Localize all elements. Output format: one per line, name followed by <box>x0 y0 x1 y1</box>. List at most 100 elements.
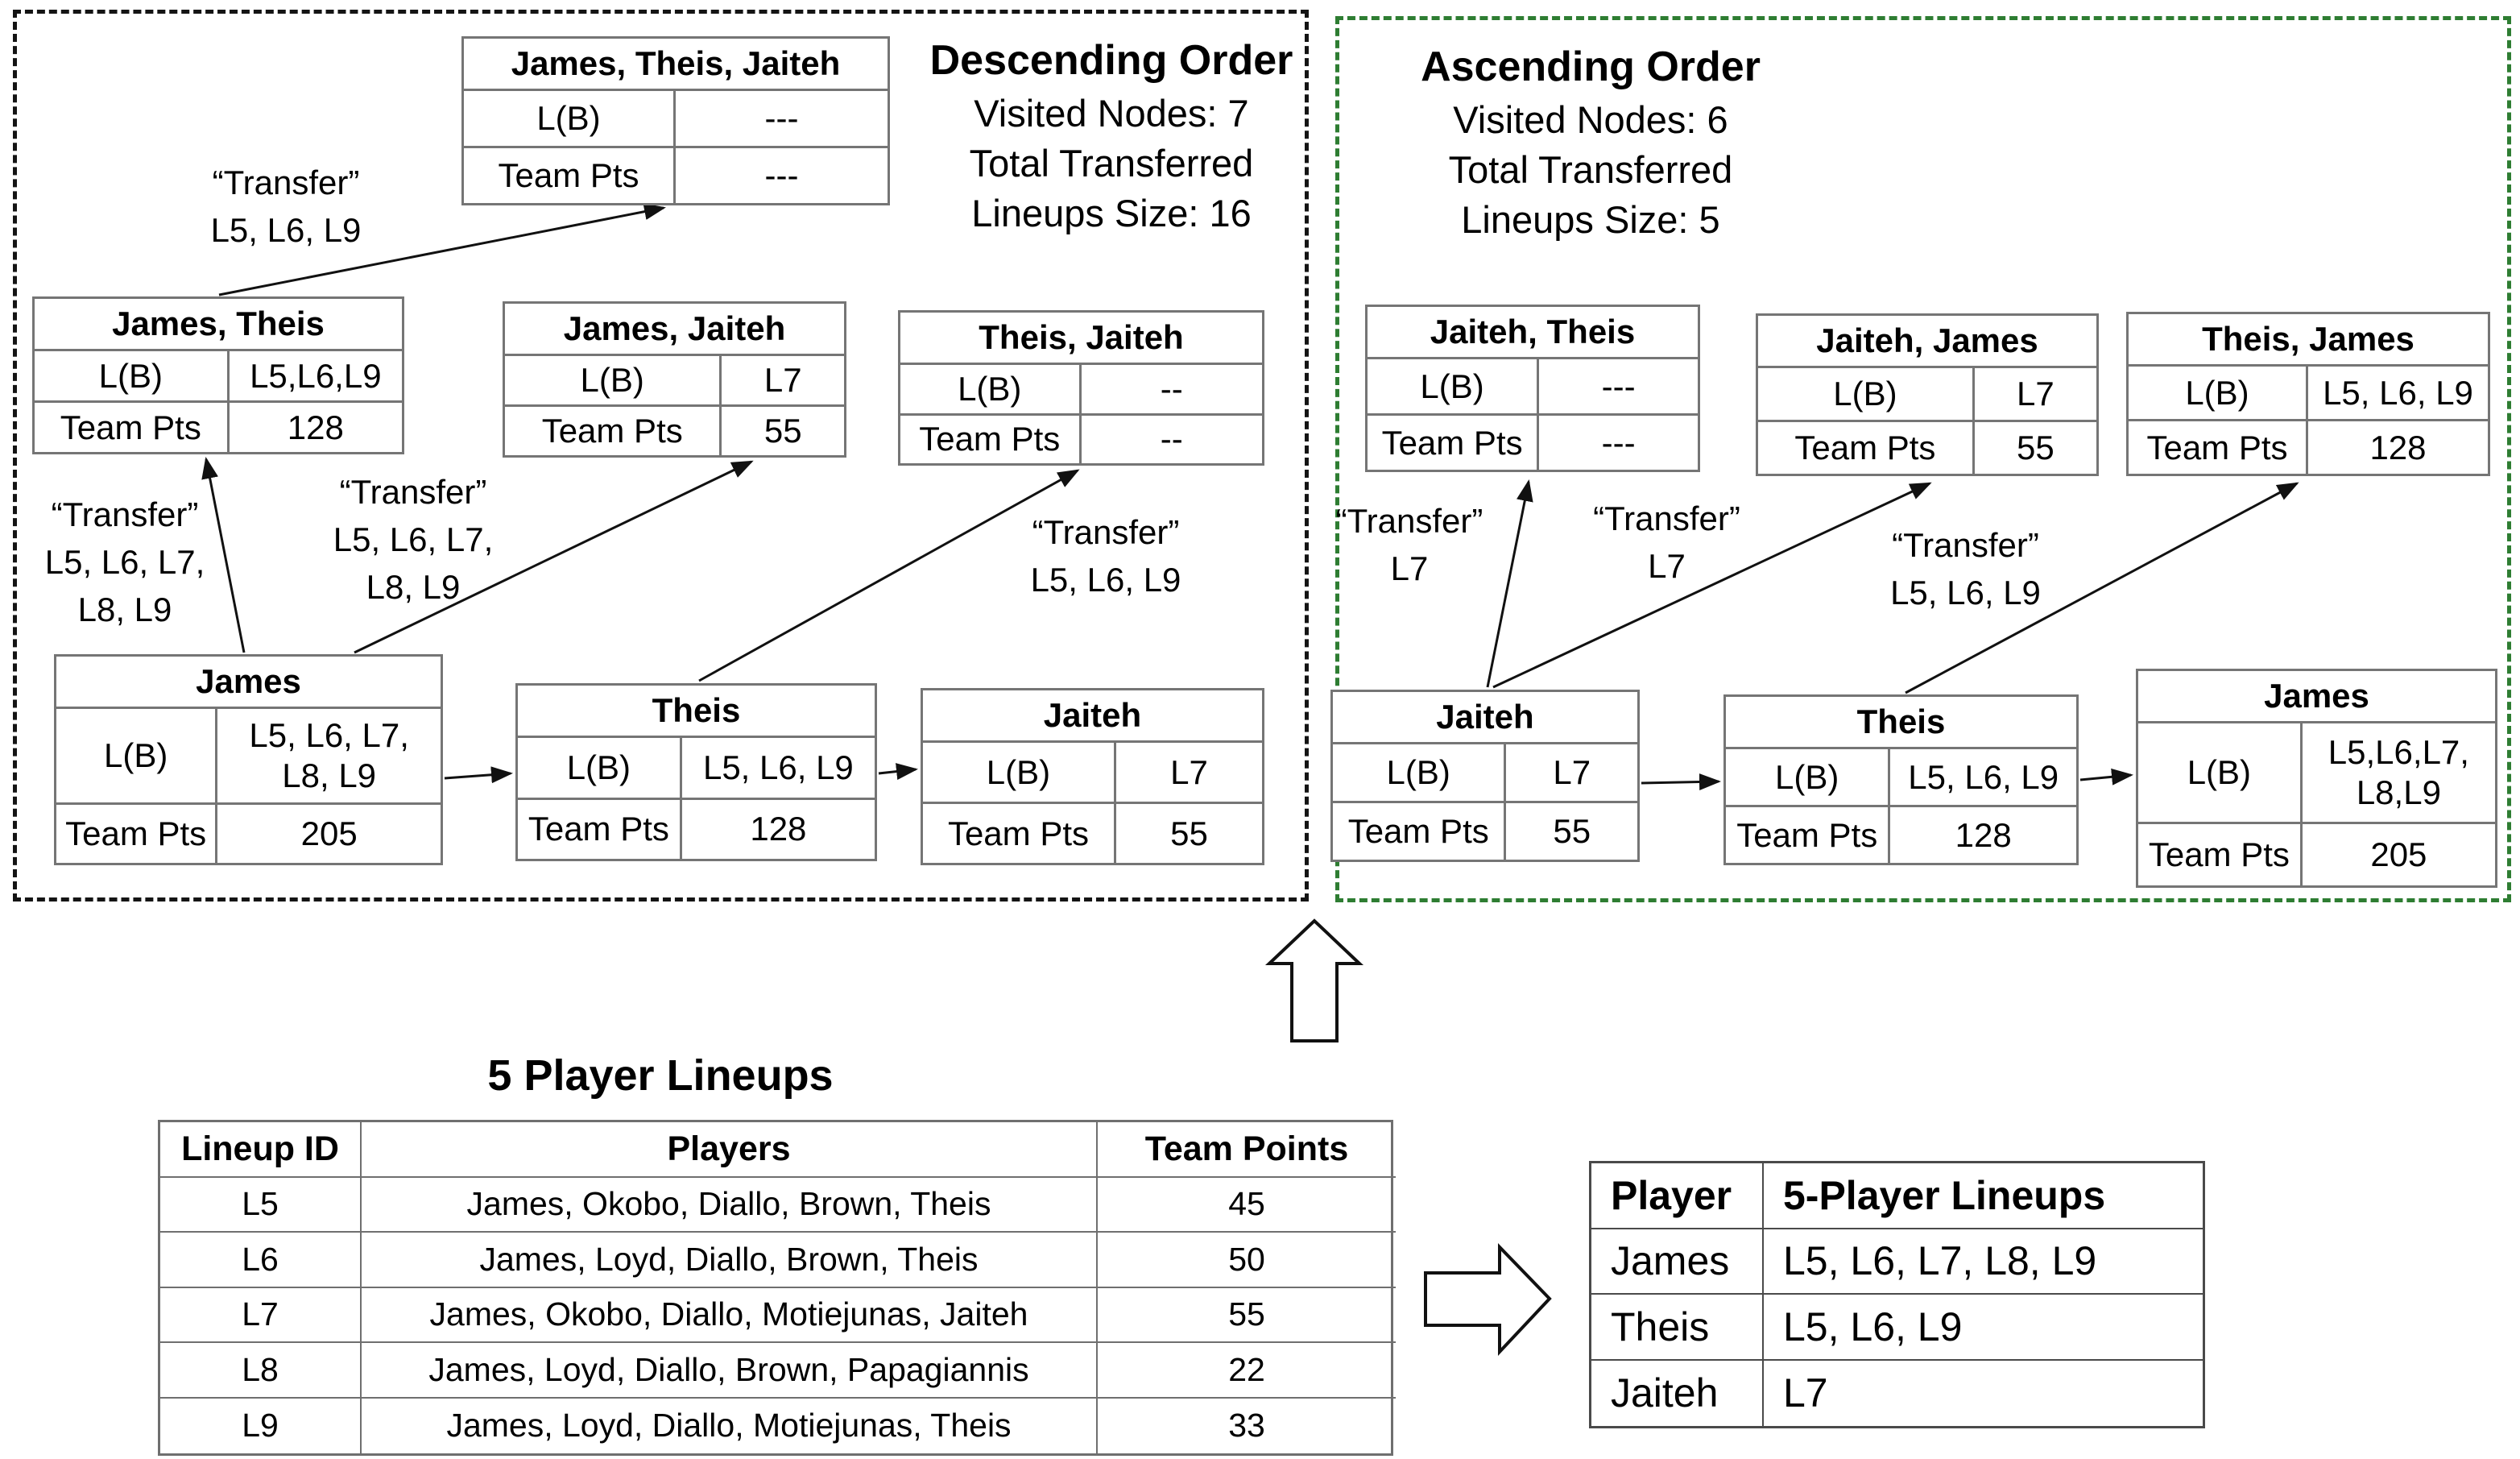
total-transferred: Total Transferred <box>969 141 1254 184</box>
node-title: James, Theis, Jaiteh <box>464 39 888 91</box>
player-cell: Jaiteh <box>1591 1360 1764 1426</box>
lb-row: L(B)L5, L6, L9 <box>518 738 875 800</box>
team-points-cell: 50 <box>1098 1233 1396 1288</box>
pts-label-cell: Team Pts <box>1333 803 1507 860</box>
node-title: Jaiteh <box>923 690 1262 743</box>
visited-nodes: Visited Nodes: 6 <box>1453 97 1728 141</box>
lb-row: L(B)L7 <box>923 743 1262 804</box>
lb-label-cell: L(B) <box>2138 723 2303 822</box>
pts-label-cell: Team Pts <box>1758 422 1975 474</box>
node-title: James <box>56 657 441 709</box>
transfer-lineups: L5, L6, L9 <box>1030 560 1181 599</box>
lb-row: L(B)L7 <box>1758 368 2096 422</box>
column-header: Lineup ID <box>160 1122 362 1178</box>
pts-value-cell: --- <box>764 156 799 195</box>
lb-row: L(B) --- <box>464 91 888 148</box>
lb-row: L(B)-- <box>900 365 1262 416</box>
transfer-label: “Transfer” L5, L6, L9 <box>185 160 387 255</box>
transfer-lineups: L5, L6, L7, <box>333 520 494 558</box>
pts-label-cell: Team Pts <box>505 407 722 455</box>
pts-row: Team Pts 128 <box>2129 421 2488 474</box>
lb-label-cell: L(B) <box>2129 367 2308 419</box>
players-cell: James, Loyd, Diallo, Motiejunas, Theis <box>362 1398 1098 1453</box>
lineup-id-cell: L6 <box>160 1233 362 1288</box>
lineup-id-cell: L9 <box>160 1398 362 1453</box>
transfer-lineups: L8, L9 <box>366 567 461 606</box>
pts-value-cell: 205 <box>300 814 358 853</box>
node-james-asc: James L(B) L5,L6,L7, L8,L9 Team Pts 205 <box>2136 669 2497 888</box>
lineups-section-title: 5 Player Lineups <box>487 1051 834 1100</box>
lb-label-cell: L(B) <box>505 356 722 404</box>
pts-label-cell: Team Pts <box>518 799 682 859</box>
pts-label-cell: Team Pts <box>464 148 676 203</box>
transfer-word: “Transfer” <box>339 473 487 511</box>
lb-value-cell: L5,L6,L7, L8,L9 <box>2328 733 2469 811</box>
lb-row: L(B) L5,L6,L7, L8,L9 <box>2138 723 2495 824</box>
team-points-cell: 45 <box>1098 1178 1396 1233</box>
lb-value-cell: --- <box>764 99 799 138</box>
pts-value-cell: 128 <box>2369 428 2427 466</box>
transfer-lineups: L5, L6, L9 <box>210 210 362 249</box>
transfer-word: “Transfer” <box>1593 499 1740 537</box>
lb-value-cell: L7 <box>2017 375 2054 413</box>
node-title: Theis <box>518 686 875 738</box>
pts-row: Team Pts-- <box>900 415 1262 463</box>
pts-label-cell: Team Pts <box>35 403 230 452</box>
lineups-size: Lineups Size: 16 <box>971 191 1252 234</box>
node-title: James <box>2138 671 2495 723</box>
team-points-cell: 33 <box>1228 1407 1265 1444</box>
lineups-table: Lineup ID Players Team Points L5 James, … <box>158 1120 1396 1456</box>
descending-stats: Descending Order Visited Nodes: 7 Total … <box>922 34 1301 238</box>
column-header: Players <box>362 1122 1098 1178</box>
pts-label-cell: Team Pts <box>56 804 218 863</box>
pts-label-cell: Team Pts <box>2129 421 2308 474</box>
lb-row: L(B) L7 <box>1333 744 1637 803</box>
pts-value-cell: 55 <box>1553 812 1591 851</box>
pts-value-cell: 55 <box>1170 814 1208 852</box>
pts-value-cell: 205 <box>2370 835 2427 874</box>
pts-value-cell: 55 <box>763 412 802 450</box>
lb-value-cell: L7 <box>1553 753 1591 792</box>
pts-row: Team Pts 55 <box>923 804 1262 863</box>
transfer-label: “Transfer” L5, L6, L7, L8, L9 <box>24 491 226 633</box>
lb-row: L(B)L5, L6, L9 <box>1726 749 2076 807</box>
pts-label-cell: Team Pts <box>1368 416 1540 470</box>
node-title: Theis, James <box>2129 314 2488 367</box>
column-header: Team Points <box>1098 1122 1396 1178</box>
pts-value-cell: --- <box>1601 423 1636 462</box>
lb-value-cell: L7 <box>763 361 802 400</box>
node-title: Theis, Jaiteh <box>900 313 1262 365</box>
lb-label-cell: L(B) <box>464 91 676 146</box>
lb-label-cell: L(B) <box>1333 744 1507 801</box>
transfer-label: “Transfer” L7 <box>1572 495 1761 591</box>
lb-value-cell: -- <box>1160 369 1183 408</box>
transfer-word: “Transfer” <box>1892 526 2039 564</box>
ascending-stats: Ascending Order Visited Nodes: 6 Total T… <box>1409 40 1772 245</box>
pts-label-cell: Team Pts <box>923 804 1116 863</box>
pts-row: Team Pts 205 <box>2138 823 2495 885</box>
lb-value-cell: --- <box>1601 367 1636 405</box>
visited-nodes: Visited Nodes: 7 <box>974 91 1249 135</box>
transfer-lineups: L7 <box>1648 546 1686 585</box>
transfer-label: “Transfer” L5, L6, L7, L8, L9 <box>312 469 514 611</box>
pts-label-cell: Team Pts <box>2138 823 2303 885</box>
lineup-id-cell: L5 <box>160 1177 362 1233</box>
transfer-word: “Transfer” <box>1032 513 1180 551</box>
node-jaiteh: Jaiteh L(B)L7 Team Pts 55 <box>921 688 1264 865</box>
player-cell: Theis <box>1591 1295 1764 1361</box>
lb-row: L(B) L7 <box>505 356 844 407</box>
up-block-arrow <box>1264 918 1364 1042</box>
lb-value-cell: L5, L6, L9 <box>1908 757 2059 796</box>
lb-label-cell: L(B) <box>1368 359 1540 413</box>
node-title: Theis <box>1726 697 2076 749</box>
transfer-word: “Transfer” <box>1335 502 1483 540</box>
